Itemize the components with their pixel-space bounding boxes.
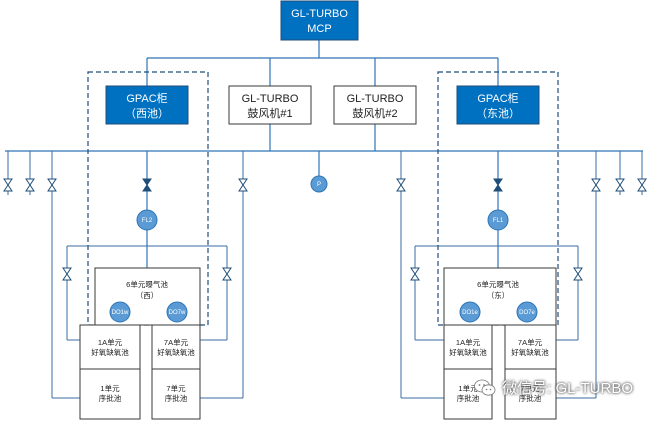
gpac-west-line2: （西池） (125, 107, 169, 120)
blower-1-box (228, 85, 312, 125)
do-sensor-do1e (459, 301, 481, 323)
wechat-icon (474, 379, 496, 396)
valve-east-main (493, 178, 503, 192)
gpac-east-line1: GPAC柜 (477, 92, 518, 105)
east-1-sbr-tank (443, 368, 493, 420)
do-sensor-do1e-label: DO1e (462, 310, 478, 316)
blower-1-line2: 鼓风机#1 (247, 106, 292, 120)
flow-meter-fl2-label: FL2 (142, 218, 153, 224)
east-7-line2: 序批池 (519, 393, 542, 403)
east-1a-line1: 1A单元 (456, 337, 481, 347)
east-1a-tank (443, 324, 493, 370)
blower-2-line2: 鼓风机#2 (352, 106, 397, 120)
flow-meter-fl1-label: FL1 (493, 218, 504, 224)
pressure-gauge (310, 175, 328, 193)
do-sensor-do1w-label: DO1w (112, 310, 129, 316)
flow-meter-fl1 (487, 209, 509, 231)
east-tank-line1: 6单元曝气池 (477, 279, 519, 289)
west-7-line2: 序批池 (165, 393, 188, 403)
valve-right-1 (591, 178, 601, 192)
west-7a-line2: 好氧缺氧池 (157, 347, 195, 357)
valve-east-sub-left (410, 267, 420, 281)
mcp-box (280, 0, 359, 41)
do-sensor-do1w (109, 301, 131, 323)
east-7-line1: 7单元 (520, 383, 540, 393)
do-sensor-do7e (516, 301, 538, 323)
valve-west-main (142, 178, 152, 192)
west-1-line2: 序批池 (99, 393, 122, 403)
west-1-line1: 1单元 (100, 383, 120, 393)
valve-east-left (396, 178, 406, 192)
valve-right-2 (615, 178, 625, 192)
mcp-label-line1: GL-TURBO (291, 8, 348, 20)
east-tank-line2: （东） (487, 290, 510, 300)
valve-east-sub-right (573, 267, 583, 281)
valve-west-sub-right (222, 267, 232, 281)
west-7a-tank (151, 324, 201, 370)
west-1a-tank (79, 324, 141, 370)
do-sensor-do7e-label: DO7e (519, 310, 535, 316)
watermark: 微信号: GL-TURBO (474, 377, 633, 398)
west-7a-line1: 7A单元 (164, 337, 189, 347)
east-7-sbr-tank (504, 368, 557, 420)
east-7a-line1: 7A单元 (518, 337, 543, 347)
gpac-east-box (456, 85, 540, 125)
east-7a-tank (504, 324, 557, 370)
gpac-west-line1: GPAC柜 (126, 92, 167, 105)
flow-meter-fl2 (136, 209, 158, 231)
west-7-sbr-tank (151, 368, 201, 420)
east-1a-line2: 好氧缺氧池 (449, 347, 487, 357)
west-7-line1: 7单元 (166, 383, 186, 393)
do-sensor-do7w-label: DO7w (169, 310, 186, 316)
gpac-west-box (105, 85, 189, 125)
watermark-text: 微信号: GL-TURBO (502, 380, 633, 397)
gpac-east-line2: （东池） (476, 107, 520, 120)
blower-2-line1: GL-TURBO (347, 93, 404, 105)
west-tank-line1: 6单元曝气池 (126, 279, 168, 289)
do-sensor-do7w (166, 301, 188, 323)
west-tank-line2: （西） (136, 291, 159, 300)
valve-right-3 (637, 178, 647, 192)
valve-west-sub-left (62, 267, 72, 281)
valve-left-3 (47, 178, 57, 192)
east-1-line1: 1单元 (458, 383, 478, 393)
blower-1-line1: GL-TURBO (242, 93, 299, 105)
east-1-line2: 序批池 (457, 393, 480, 403)
valve-left-2 (25, 178, 35, 192)
west-1a-line2: 好氧缺氧池 (91, 347, 129, 357)
blower-2-box (333, 85, 417, 125)
west-1a-line1: 1A单元 (98, 337, 123, 347)
west-1-sbr-tank (79, 368, 141, 420)
mcp-label-line2: MCP (307, 23, 331, 35)
east-7a-line2: 好氧缺氧池 (511, 347, 549, 357)
pressure-gauge-label: P (317, 182, 321, 188)
valve-west-right (238, 178, 248, 192)
valve-left-1 (3, 178, 13, 192)
